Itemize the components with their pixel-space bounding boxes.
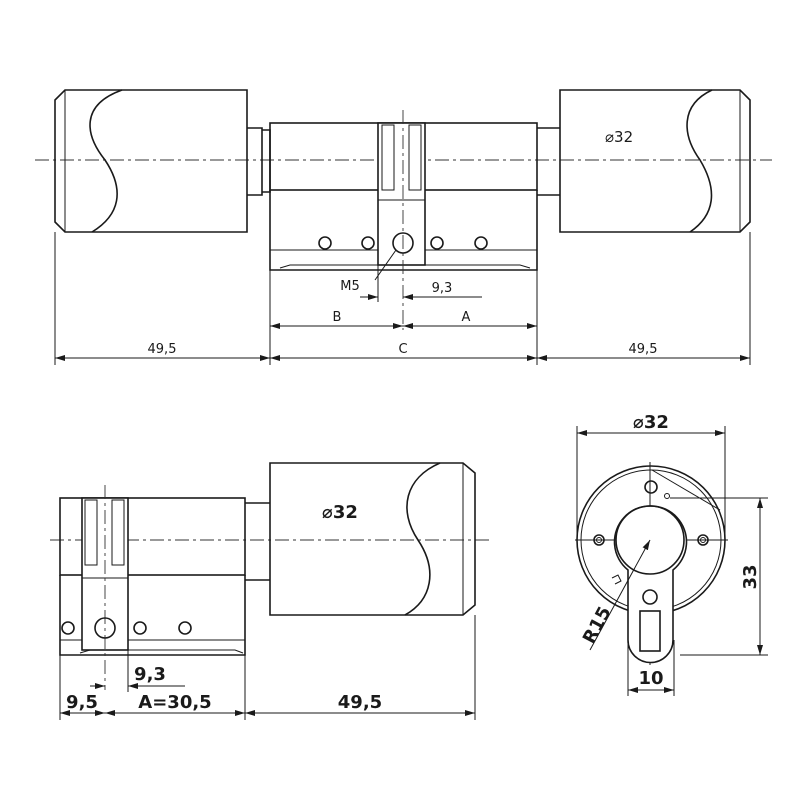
left-shaft (247, 127, 263, 196)
dim-offset: 9,5 (66, 692, 98, 713)
cam-slot (377, 122, 426, 266)
end-diameter: ⌀32 (633, 412, 669, 433)
dim-c: C (398, 342, 407, 357)
top-view: ⌀32 49,5 C 49,5 B A 9,3 M5 (35, 89, 772, 365)
dim-knob-length: 49,5 (338, 692, 382, 713)
dim-right-knob: 49,5 (629, 342, 658, 357)
side-dim-cam: 9,3 (134, 664, 166, 685)
side-view: ⌀32 9,3 9,5 A=30,5 49,5 (50, 462, 490, 720)
profile-outline (613, 505, 688, 664)
dim-a-value: A=30,5 (138, 692, 211, 713)
dim-left-knob: 49,5 (148, 342, 177, 357)
side-shaft (245, 502, 270, 581)
right-shaft (537, 127, 560, 196)
cam-screw (392, 232, 414, 254)
end-view: ⌀32 33 10 R15 (575, 412, 768, 696)
dim-a: A (462, 310, 471, 325)
dim-b: B (333, 310, 342, 325)
thread-label: M5 (340, 279, 360, 294)
dim-cam-offset: 9,3 (432, 281, 453, 296)
side-knob-diameter: ⌀32 (322, 502, 358, 523)
side-knob: ⌀32 (269, 462, 476, 616)
left-knob (54, 89, 248, 233)
cylinder-body (269, 110, 538, 330)
knob-diameter-label: ⌀32 (605, 128, 633, 146)
right-knob: ⌀32 (559, 89, 751, 233)
end-width: 10 (638, 668, 663, 689)
end-radius: R15 (579, 603, 616, 647)
half-cylinder-body (59, 485, 246, 690)
end-height: 33 (740, 564, 761, 589)
